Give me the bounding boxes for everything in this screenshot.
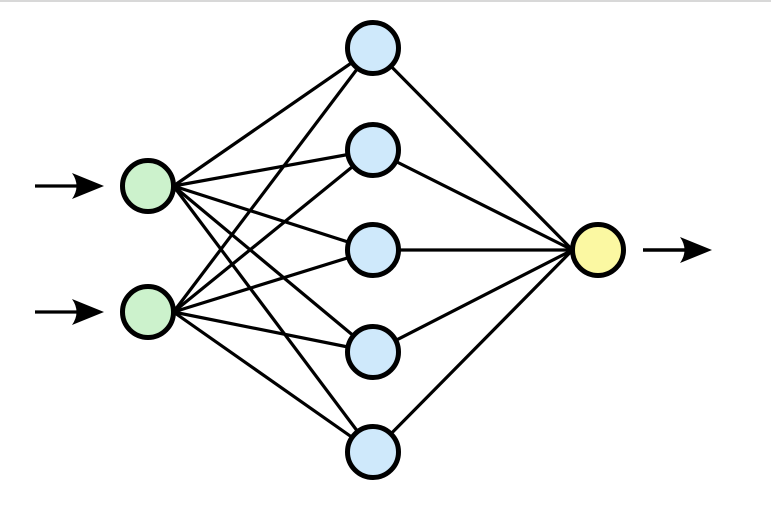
edge-input-1-hidden-4 [172, 184, 375, 354]
edge-hidden-1-output-1 [371, 46, 574, 252]
input-arrow-1-head-icon [72, 173, 104, 199]
edge-input-2-hidden-1 [172, 47, 375, 313]
hidden-node-4 [345, 324, 401, 380]
hidden-node-1 [345, 20, 401, 76]
edge-hidden-5-output-1 [371, 248, 574, 454]
edge-input-2-hidden-5 [172, 310, 374, 454]
edge-input-1-hidden-3 [173, 184, 374, 252]
hidden-node-3 [345, 222, 401, 278]
input-arrow-1 [35, 173, 104, 199]
edge-hidden-4-output-1 [372, 248, 574, 354]
edge-input-1-hidden-5 [172, 185, 375, 453]
window-top-border [0, 0, 771, 2]
input-arrow-2 [35, 299, 104, 325]
input-node-2 [120, 284, 176, 340]
hidden-node-2 [345, 122, 401, 178]
edge-hidden-2-output-1 [372, 148, 574, 252]
output-node-1 [570, 222, 626, 278]
edge-input-2-hidden-2 [172, 148, 375, 314]
output-arrow [643, 237, 712, 263]
output-arrow-head-icon [680, 237, 712, 263]
edge-input-1-hidden-1 [172, 46, 374, 188]
edge-input-2-hidden-3 [173, 248, 374, 314]
input-node-1 [120, 158, 176, 214]
hidden-node-5 [345, 424, 401, 480]
edge-input-2-hidden-4 [173, 310, 374, 354]
edge-input-1-hidden-2 [173, 148, 374, 188]
input-arrow-2-head-icon [72, 299, 104, 325]
